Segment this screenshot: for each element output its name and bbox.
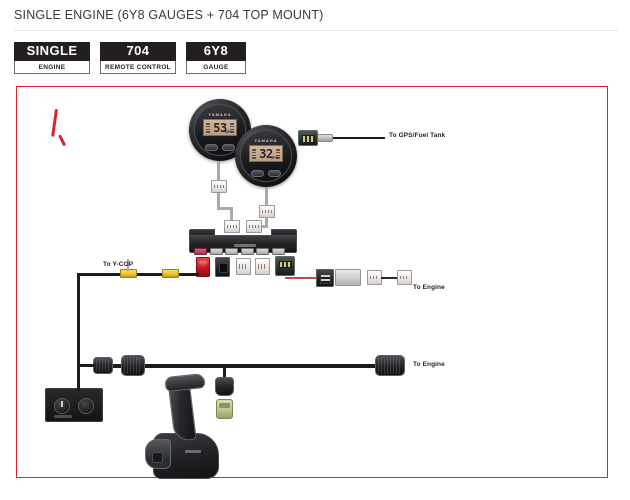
- gauge-speedometer-button-left[interactable]: [204, 144, 218, 152]
- engine-upper-link-cable: [381, 277, 403, 279]
- remote-control-lever-grip[interactable]: [164, 372, 206, 393]
- hub-connector-black: [215, 257, 230, 277]
- main-harness-horizontal-upper: [77, 273, 199, 276]
- engine-lower-tail-left: [77, 364, 95, 367]
- tachometer-hub-connector: [246, 220, 262, 233]
- wiring-diagram-canvas: To GPS/Fuel Tank YAMAHA 53 MPH: [17, 87, 607, 479]
- gauge-tachometer-buttons[interactable]: [248, 170, 283, 178]
- lcd-bars-left: [206, 122, 211, 133]
- remote-control-badge: [185, 450, 201, 453]
- gps-cable-sleeve: [317, 134, 333, 142]
- hub-port-5: [256, 248, 269, 255]
- engine-lower-connector-left: [93, 357, 113, 374]
- label-to-engine-lower: To Engine: [413, 361, 445, 368]
- engine-harness-upper-red: [285, 277, 323, 279]
- key-panel-feed-cable: [77, 377, 80, 391]
- page-title: SINGLE ENGINE (6Y8 GAUGES + 704 TOP MOUN…: [14, 8, 324, 22]
- hub-port-6: [271, 248, 285, 255]
- hub-body: [189, 235, 297, 255]
- hub-connector-white-2: [255, 258, 270, 275]
- badge-6y8-gauge: 6Y8 GAUGE: [185, 42, 246, 75]
- gauge-tachometer: YAMAHA 32 RPM: [235, 125, 297, 187]
- gauge-speedometer-brand: YAMAHA: [208, 112, 232, 118]
- wiring-diagram-frame: To GPS/Fuel Tank YAMAHA 53 MPH: [16, 86, 608, 479]
- badge-single-engine-title: SINGLE: [14, 42, 90, 62]
- ignition-key-switch[interactable]: [54, 398, 70, 414]
- badge-704-remote-control: 704 REMOTE CONTROL: [100, 42, 176, 75]
- main-harness-vertical: [77, 273, 80, 391]
- remote-control-tee-connector: [215, 377, 234, 396]
- gauge-tachometer-reading: 32: [259, 146, 273, 161]
- hub-connector-engine: [275, 256, 295, 276]
- gps-fuel-tank-connector: [298, 130, 318, 146]
- engine-upper-connector-white-1: [367, 270, 382, 285]
- badge-6y8-subtitle: GAUGE: [185, 61, 246, 75]
- badge-single-engine: SINGLE ENGINE: [14, 42, 90, 75]
- engine-upper-connector-gray: [335, 269, 361, 286]
- lcd-bars-left: [252, 148, 257, 159]
- badge-single-engine-subtitle: ENGINE: [14, 61, 90, 75]
- badge-row: SINGLE ENGINE 704 REMOTE CONTROL 6Y8 GAU…: [14, 42, 246, 75]
- badge-6y8-title: 6Y8: [185, 42, 246, 62]
- tachometer-harness-vertical-2: [265, 217, 268, 227]
- hub-port-1: [194, 248, 207, 255]
- hub-connector-red: [196, 257, 210, 277]
- emergency-stop-lanyard: [51, 108, 58, 137]
- gauge-junction-hub: [189, 229, 297, 255]
- ignition-key-panel: [45, 388, 103, 422]
- lcd-bars-right: [275, 148, 280, 159]
- engine-upper-connector-white-2: [397, 270, 412, 285]
- title-divider: [14, 30, 618, 31]
- hub-port-2: [209, 248, 223, 255]
- gps-fuel-tank-cable: [317, 137, 385, 139]
- remote-control-drop-cable: [223, 368, 226, 382]
- engine-stop-switch[interactable]: [78, 398, 94, 414]
- remote-control-trim-switch[interactable]: [152, 452, 163, 463]
- engine-harness-lower: [113, 364, 401, 368]
- hub-badge: [234, 243, 256, 247]
- engine-lower-connector-mid: [121, 355, 145, 376]
- gauge-tachometer-button-left[interactable]: [250, 170, 264, 178]
- hub-port-row: [194, 248, 285, 255]
- lcd-bars-right: [229, 122, 234, 133]
- gauge-speedometer-button-right[interactable]: [222, 144, 236, 152]
- hub-port-4: [240, 248, 254, 255]
- gauge-tachometer-lcd: 32 RPM: [249, 145, 283, 163]
- speedometer-harness-horizontal: [217, 207, 233, 210]
- engine-lower-connector-right: [375, 355, 405, 376]
- gauge-speedometer-lcd: 53 MPH: [203, 119, 237, 137]
- emergency-stop-lanyard-clip: [58, 134, 67, 147]
- hub-connector-white-1: [236, 258, 251, 275]
- speedometer-harness-vertical-2: [217, 193, 220, 209]
- hub-port-3: [225, 248, 238, 255]
- badge-704-subtitle: REMOTE CONTROL: [100, 61, 176, 75]
- key-panel-label-strip: [54, 414, 72, 418]
- label-to-engine-upper: To Engine: [413, 284, 445, 291]
- gauge-speedometer-reading: 53: [213, 120, 227, 135]
- speedometer-hub-connector: [224, 220, 240, 233]
- label-to-gps-fuel-tank: To GPS/Fuel Tank: [389, 132, 446, 139]
- gauge-tachometer-brand: YAMAHA: [254, 138, 278, 144]
- gauge-tachometer-face: YAMAHA 32 RPM: [239, 129, 293, 183]
- ycop-stub: [127, 259, 129, 271]
- engine-upper-connector-black: [316, 269, 334, 287]
- remote-control-704-top-mount: [145, 372, 225, 479]
- gauge-tachometer-unit: RPM: [270, 156, 279, 161]
- speedometer-harness-drop: [230, 207, 233, 225]
- speedometer-harness-connector: [211, 180, 227, 193]
- remote-control-side-housing: [145, 439, 171, 469]
- ycop-connector-2: [162, 269, 179, 278]
- remote-control-plug: [216, 399, 233, 419]
- label-to-y-cop: To Y-COP: [103, 261, 134, 268]
- gauge-speedometer-buttons[interactable]: [202, 144, 237, 152]
- tachometer-harness-vertical: [265, 187, 268, 209]
- badge-704-title: 704: [100, 42, 176, 62]
- gauge-speedometer-unit: MPH: [224, 130, 233, 135]
- gauge-tachometer-button-right[interactable]: [268, 170, 282, 178]
